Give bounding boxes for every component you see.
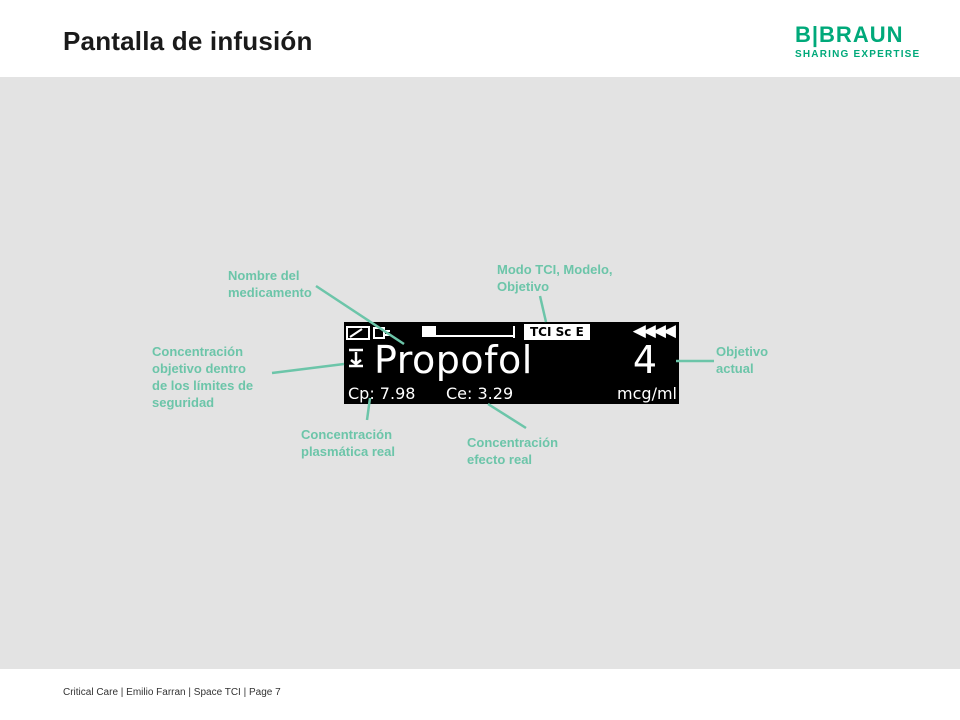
drug-name: Propofol <box>374 338 533 382</box>
label-plasma: Concentración plasmática real <box>301 427 395 459</box>
label-drug-name: Nombre del medicamento <box>228 268 312 300</box>
label-target-in-limits: Concentración objetivo dentro de los lím… <box>152 344 254 410</box>
label-mode: Modo TCI, Modelo, Objetivo <box>497 262 613 294</box>
callout-line-effect <box>487 402 527 430</box>
syringe-icon <box>422 326 436 335</box>
label-effect: Concentración efecto real <box>467 435 559 467</box>
callout-line-target-limits <box>271 362 345 375</box>
page-title: Pantalla de infusión <box>63 26 313 56</box>
target-value: 4 <box>632 338 657 382</box>
logo-tagline: SHARING EXPERTISE <box>795 49 921 60</box>
callout-line-mode <box>538 295 548 323</box>
battery-icon <box>346 326 370 340</box>
logo-brand: B|BRAUN <box>795 22 904 47</box>
tci-mode-badge: TCI Sc E <box>524 324 590 340</box>
bbraun-logo: B|BRAUN SHARING EXPERTISE <box>795 24 935 64</box>
footer-text: Critical Care | Emilio Farran | Space TC… <box>63 687 281 698</box>
effect-concentration: Ce: 3.29 <box>446 384 514 403</box>
label-current-target: Objetivo actual <box>716 344 769 376</box>
plasma-concentration: Cp: 7.98 <box>348 384 416 403</box>
rate-arrows-icon: ◀◀◀◀ <box>632 321 676 340</box>
pump-display: TCI Sc E ◀◀◀◀ Propofol 4 Cp: 7.98 Ce: 3.… <box>344 322 679 404</box>
concentration-unit: mcg/ml <box>617 384 677 403</box>
callout-line-plasma <box>365 397 372 421</box>
target-limit-icon <box>349 348 363 368</box>
callout-line-drug <box>315 284 405 346</box>
